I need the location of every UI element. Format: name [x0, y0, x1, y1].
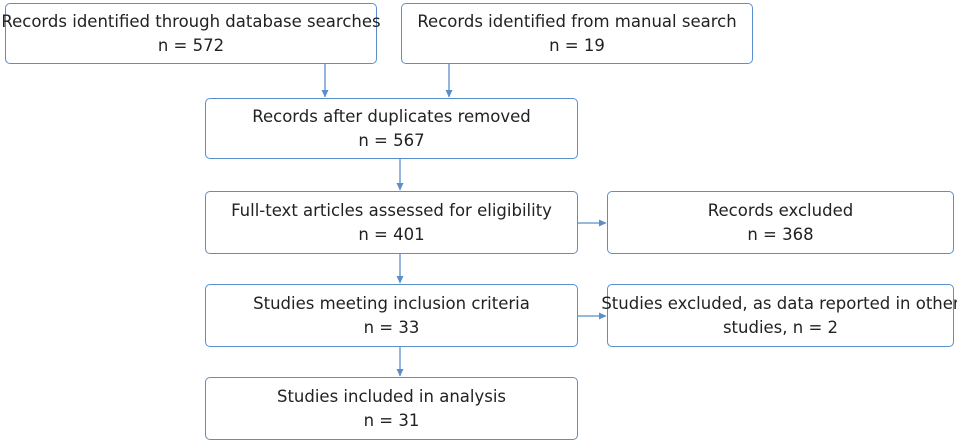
- included-count: n = 31: [363, 410, 420, 430]
- records-excluded-count: n = 368: [747, 224, 814, 244]
- full-text-box: Full-text articles assessed for eligibil…: [205, 191, 578, 254]
- after-duplicates-label: Records after duplicates removed: [252, 106, 531, 126]
- manual-search-count: n = 19: [549, 35, 605, 55]
- included-box: Studies included in analysis n = 31: [205, 377, 578, 440]
- studies-excluded-count: studies, n = 2: [722, 317, 839, 337]
- studies-excluded-label: Studies excluded, as data reported in ot…: [601, 293, 957, 313]
- meeting-criteria-label: Studies meeting inclusion criteria: [253, 293, 530, 313]
- after-duplicates-count: n = 567: [358, 130, 425, 150]
- full-text-count: n = 401: [358, 224, 425, 244]
- database-search-box: Records identified through database sear…: [1, 3, 381, 64]
- manual-search-box: Records identified from manual search n …: [401, 3, 753, 64]
- after-duplicates-box: Records after duplicates removed n = 567: [205, 98, 578, 159]
- full-text-label: Full-text articles assessed for eligibil…: [231, 200, 552, 220]
- database-search-label: Records identified through database sear…: [1, 11, 381, 31]
- records-excluded-label: Records excluded: [707, 200, 854, 220]
- studies-excluded-box: Studies excluded, as data reported in ot…: [601, 284, 957, 347]
- meeting-criteria-box: Studies meeting inclusion criteria n = 3…: [205, 284, 578, 347]
- meeting-criteria-count: n = 33: [363, 317, 420, 337]
- database-search-count: n = 572: [157, 35, 225, 55]
- manual-search-label: Records identified from manual search: [417, 11, 737, 31]
- included-label: Studies included in analysis: [276, 386, 507, 406]
- records-excluded-box: Records excluded n = 368: [607, 191, 954, 254]
